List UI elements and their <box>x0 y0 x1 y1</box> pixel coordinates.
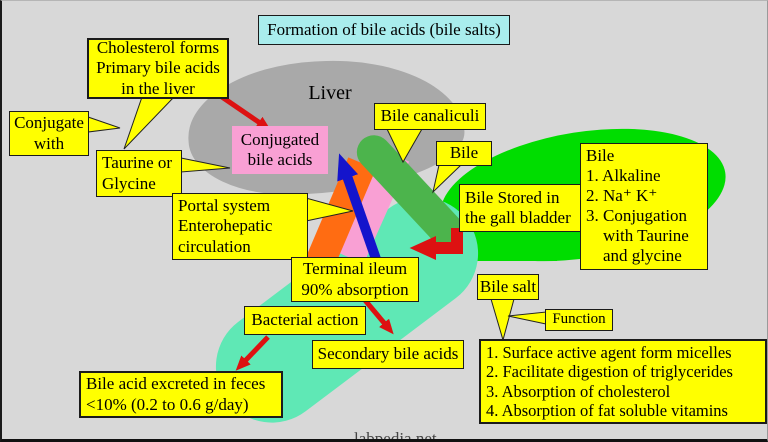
callout-bile-salt-text: Bile salt <box>479 276 537 296</box>
callout-feces-excretion-text: Bile acid excreted in feces <10% (0.2 to… <box>86 374 266 414</box>
liver-label: Liver <box>285 59 355 128</box>
callout-bile-salt-functions: 1. Surface active agent form micelles 2.… <box>479 339 767 424</box>
tail-cholesterol <box>123 96 176 150</box>
callout-function-text: Function <box>552 311 606 328</box>
callout-secondary-bile-acids: Secondary bile acids <box>312 340 464 369</box>
callout-cholesterol: Cholesterol forms Primary bile acids in … <box>87 38 229 99</box>
callout-bile-canaliculi: Bile canaliculi <box>374 103 486 130</box>
tail-bile-salt <box>490 298 515 342</box>
label-conjugated-bile-acids: Conjugated bile acids <box>232 126 328 174</box>
callout-bile-text: Bile <box>449 143 479 163</box>
callout-bacterial-action: Bacterial action <box>244 306 366 335</box>
callout-conjugate-with: Conjugate with <box>9 111 89 156</box>
callout-bacterial-action-text: Bacterial action <box>251 310 359 330</box>
callout-bile-properties-text: Bile 1. Alkaline 2. Na⁺ K⁺ 3. Conjugatio… <box>586 146 689 266</box>
callout-secondary-bile-acids-text: Secondary bile acids <box>317 344 459 364</box>
tail-function <box>507 311 547 325</box>
callout-bile-canaliculi-text: Bile canaliculi <box>380 106 480 126</box>
watermark: labpedia.net <box>337 409 437 442</box>
diagram-title-text: Formation of bile acids (bile salts) <box>267 19 501 39</box>
tail-conjugate-with <box>87 116 121 133</box>
diagram-title: Formation of bile acids (bile salts) <box>258 15 510 45</box>
label-conjugated-bile-acids-text: Conjugated bile acids <box>240 129 320 169</box>
callout-bile-salt: Bile salt <box>477 274 539 300</box>
callout-bile-properties: Bile 1. Alkaline 2. Na⁺ K⁺ 3. Conjugatio… <box>580 143 708 270</box>
callout-taurine-glycine-text: Taurine or Glycine <box>102 153 173 193</box>
callout-function: Function <box>545 309 613 331</box>
callout-terminal-ileum-text: Terminal ileum 90% absorption <box>301 259 409 299</box>
callout-taurine-glycine: Taurine or Glycine <box>96 150 182 197</box>
callout-feces-excretion: Bile acid excreted in feces <10% (0.2 to… <box>79 371 283 418</box>
callout-bile: Bile <box>436 141 492 166</box>
liver-label-text: Liver <box>308 82 352 104</box>
callout-terminal-ileum: Terminal ileum 90% absorption <box>291 257 419 302</box>
callout-bile-stored: Bile Stored in the gall bladder <box>459 184 582 232</box>
callout-bile-stored-text: Bile Stored in the gall bladder <box>465 187 571 227</box>
callout-portal-system: Portal system Enterohepatic circulation <box>172 193 308 260</box>
callout-bile-salt-functions-text: 1. Surface active agent form micelles 2.… <box>486 342 733 420</box>
callout-cholesterol-text: Cholesterol forms Primary bile acids in … <box>96 38 220 98</box>
callout-portal-system-text: Portal system Enterohepatic circulation <box>178 196 273 256</box>
watermark-text: labpedia.net <box>354 429 437 442</box>
callout-conjugate-with-text: Conjugate with <box>14 113 84 153</box>
